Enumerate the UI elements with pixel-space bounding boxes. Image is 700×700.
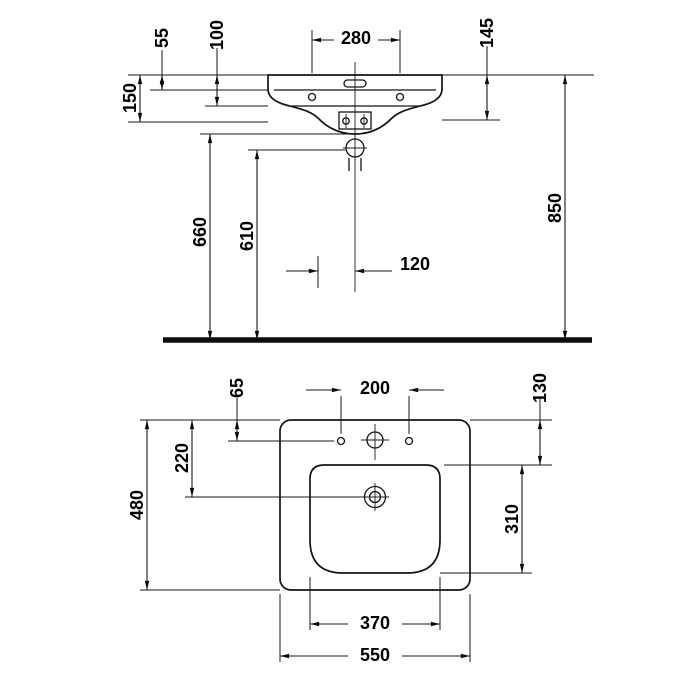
- dim-550: 550: [280, 645, 470, 665]
- dim-850: 850: [545, 75, 568, 340]
- dim-610-label: 610: [237, 221, 257, 251]
- dim-150-label: 150: [120, 83, 140, 113]
- plan-extension-lines: [140, 396, 552, 662]
- basin-outer-edge: [279, 419, 471, 591]
- dim-480-label: 480: [127, 490, 147, 520]
- right-fixing-hole: [395, 92, 405, 102]
- dim-850-label: 850: [545, 193, 565, 223]
- dim-55: 55: [152, 28, 172, 90]
- dim-145: 145: [477, 18, 497, 120]
- dim-130: 130: [530, 373, 550, 465]
- dim-610: 610: [237, 150, 260, 340]
- plan-view: 65 200 130 220 480 310: [127, 373, 552, 665]
- dim-660-label: 660: [190, 217, 210, 247]
- right-side-hole: [404, 436, 414, 446]
- dim-100: 100: [207, 20, 227, 106]
- dim-550-label: 550: [360, 645, 390, 665]
- dim-120: 120: [286, 254, 430, 274]
- basin-profile: [267, 62, 443, 292]
- dim-220-label: 220: [172, 443, 192, 473]
- dim-100-label: 100: [207, 20, 227, 50]
- elevation-extension-lines: [128, 30, 594, 288]
- basin-plan: [279, 419, 471, 591]
- dim-660: 660: [190, 134, 213, 340]
- dim-65-label: 65: [227, 378, 247, 398]
- dim-310: 310: [502, 465, 525, 573]
- dim-280: 280: [312, 28, 400, 48]
- dim-55-label: 55: [152, 28, 172, 48]
- dim-65: 65: [227, 378, 247, 441]
- front-elevation-view: 55 100 280 145 150 660: [120, 18, 594, 343]
- dim-150: 150: [120, 75, 143, 122]
- left-fixing-hole: [307, 92, 317, 102]
- dim-310-label: 310: [502, 504, 522, 534]
- dim-220: 220: [172, 420, 195, 497]
- dim-130-label: 130: [530, 373, 550, 403]
- dim-480: 480: [127, 420, 150, 590]
- dim-145-label: 145: [477, 18, 497, 48]
- dim-200: 200: [306, 378, 444, 398]
- dim-370-label: 370: [360, 613, 390, 633]
- inner-bowl: [309, 464, 441, 574]
- dim-120-label: 120: [400, 254, 430, 274]
- dim-200-label: 200: [360, 378, 390, 398]
- left-side-hole: [336, 436, 346, 446]
- dim-370: 370: [310, 613, 440, 633]
- dim-280-label: 280: [341, 28, 371, 48]
